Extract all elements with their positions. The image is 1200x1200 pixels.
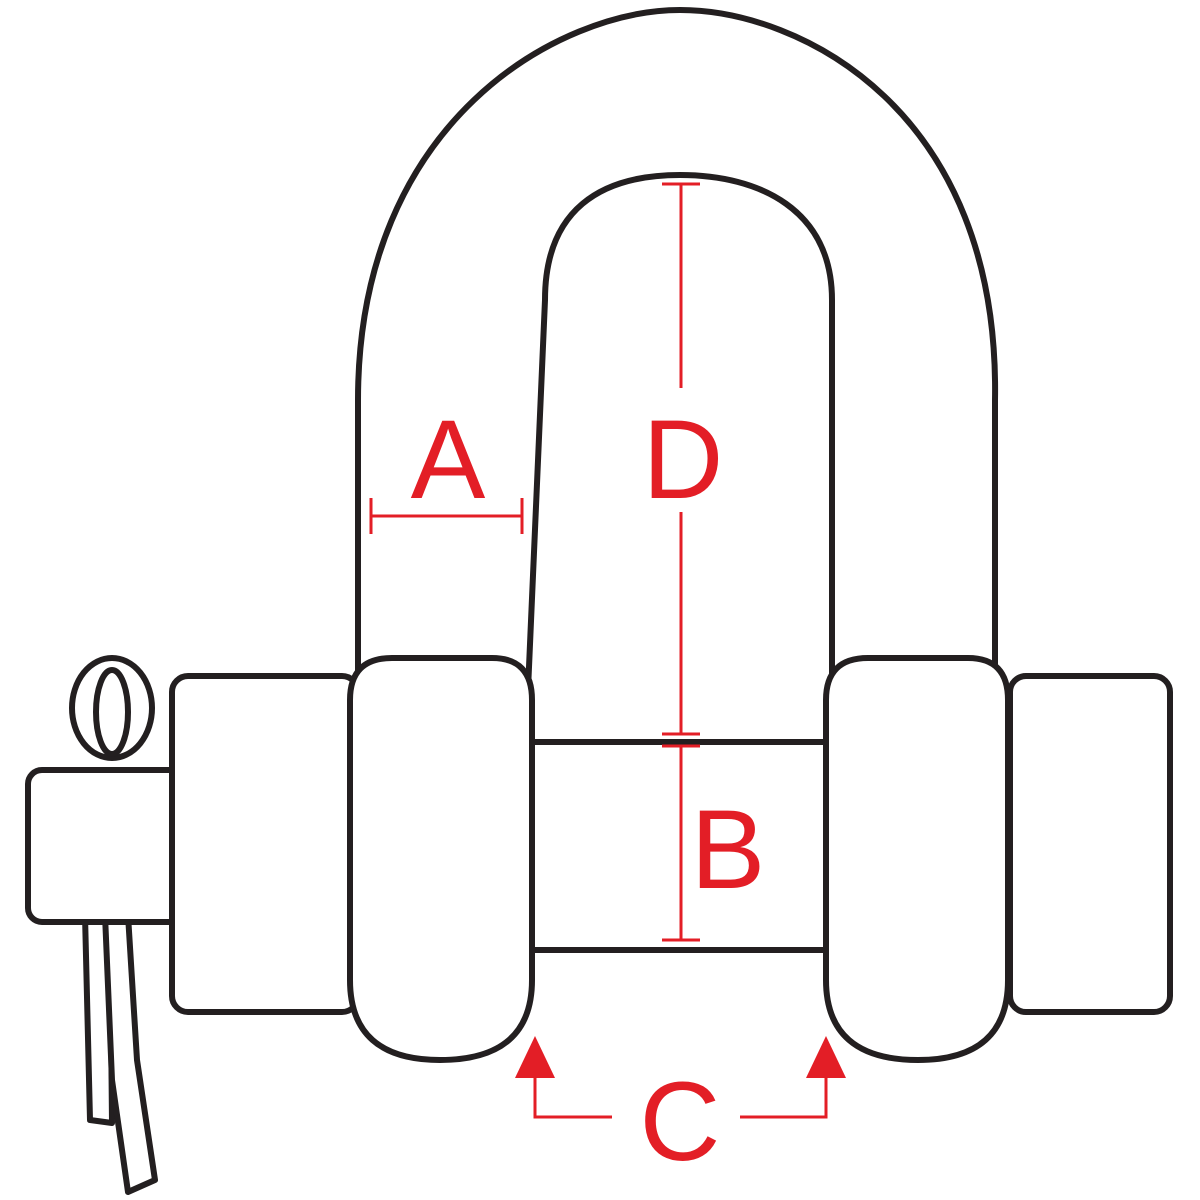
shackle-eye-right xyxy=(823,655,1011,1063)
dimension-a-label: A xyxy=(411,397,486,522)
dimension-d: D xyxy=(643,182,724,736)
shackle-eye-left xyxy=(347,655,535,1063)
dimension-c-line-right xyxy=(740,1068,828,1119)
shackle-bow xyxy=(355,7,999,693)
dimension-b: B xyxy=(662,744,766,942)
cotter-pin-eye-hole xyxy=(93,667,131,757)
dimension-d-label: D xyxy=(643,397,724,522)
dimension-c-line-left xyxy=(533,1068,612,1119)
dimension-c-label: C xyxy=(640,1059,721,1184)
pin-nut-block xyxy=(1007,673,1173,1015)
dimension-a: A xyxy=(369,397,524,534)
dimension-c-arrow-right xyxy=(806,1036,846,1078)
dimension-c: C xyxy=(515,1036,846,1184)
dimension-b-label: B xyxy=(691,787,766,912)
dimension-c-arrow-left xyxy=(515,1036,555,1078)
pin-head-block xyxy=(169,673,361,1015)
pin-end-block xyxy=(25,767,191,925)
cotter-pin-leg-right xyxy=(102,912,158,1195)
